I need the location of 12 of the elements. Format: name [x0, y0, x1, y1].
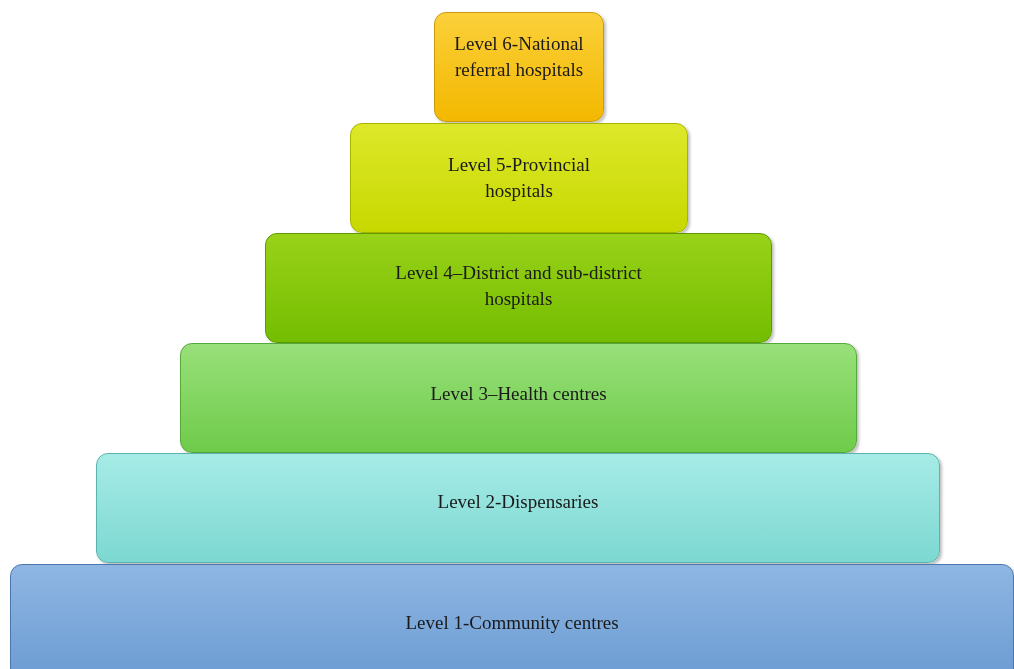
pyramid-tier	[265, 233, 772, 343]
tier-label: Level 2-Dispensaries	[437, 490, 599, 514]
pyramid-tier	[434, 12, 604, 122]
tier-label: Level 1-Community centres	[405, 611, 619, 635]
tier-label: Level 6-National referral hospitals	[453, 32, 585, 82]
pyramid-tier	[180, 343, 857, 453]
tier-label: Level 3–Health centres	[430, 382, 607, 406]
tier-label: Level 4–District and sub-district hospitals	[394, 261, 643, 311]
tier-label: Level 5-Provincial hospitals	[447, 153, 591, 203]
pyramid-tier	[96, 453, 940, 563]
pyramid-tier	[10, 564, 1014, 669]
pyramid-tier	[350, 123, 688, 233]
